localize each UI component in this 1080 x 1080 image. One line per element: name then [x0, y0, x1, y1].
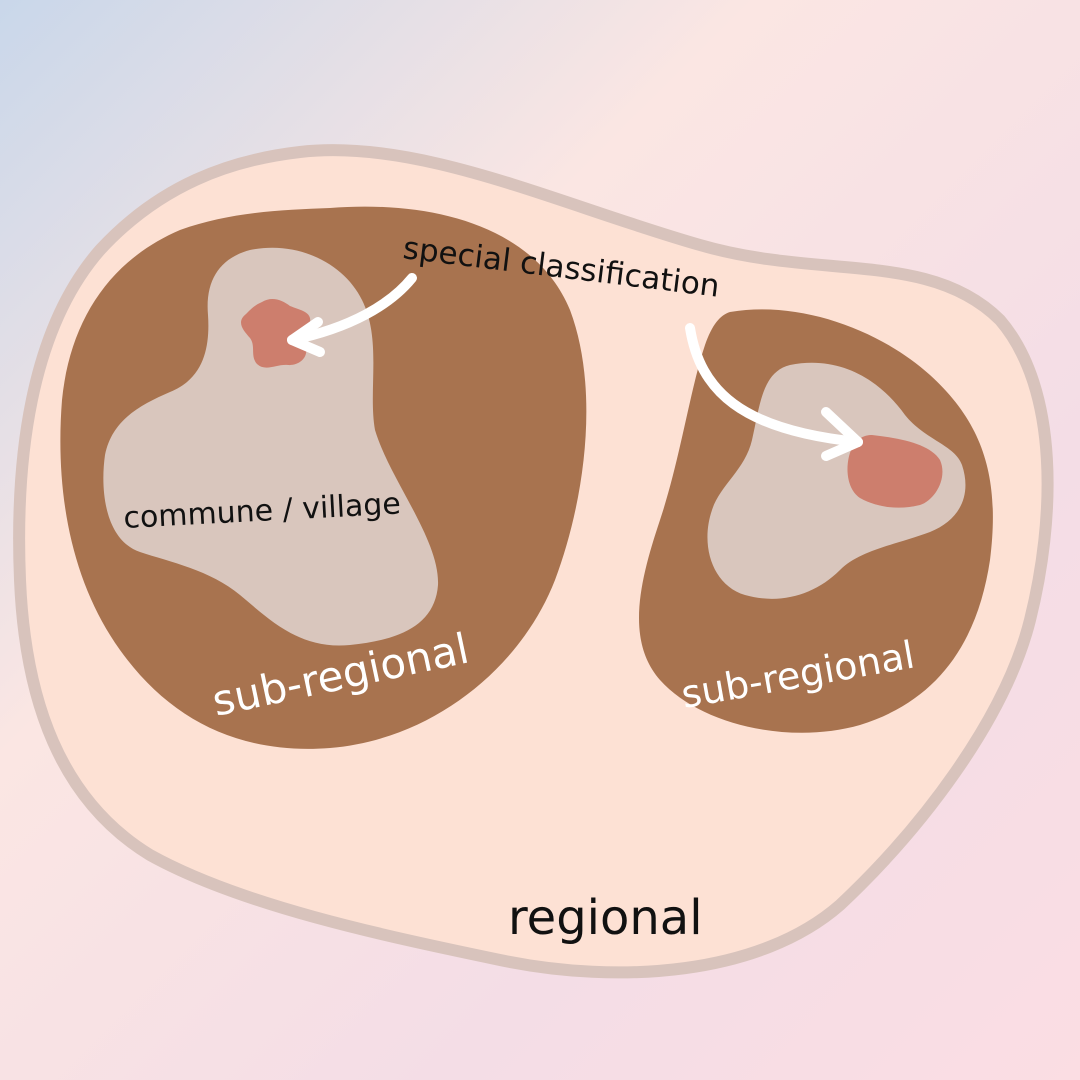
special-classification-area-right [847, 435, 943, 508]
special-classification-area-left [241, 299, 311, 368]
arrow-head-right [821, 407, 863, 461]
arrow-to-left-special-area [287, 273, 417, 345]
commune-area-left [103, 247, 439, 646]
arrow-head-left [287, 317, 325, 357]
arrow-to-right-special-area [685, 323, 863, 447]
regional-label: regional [508, 890, 703, 946]
